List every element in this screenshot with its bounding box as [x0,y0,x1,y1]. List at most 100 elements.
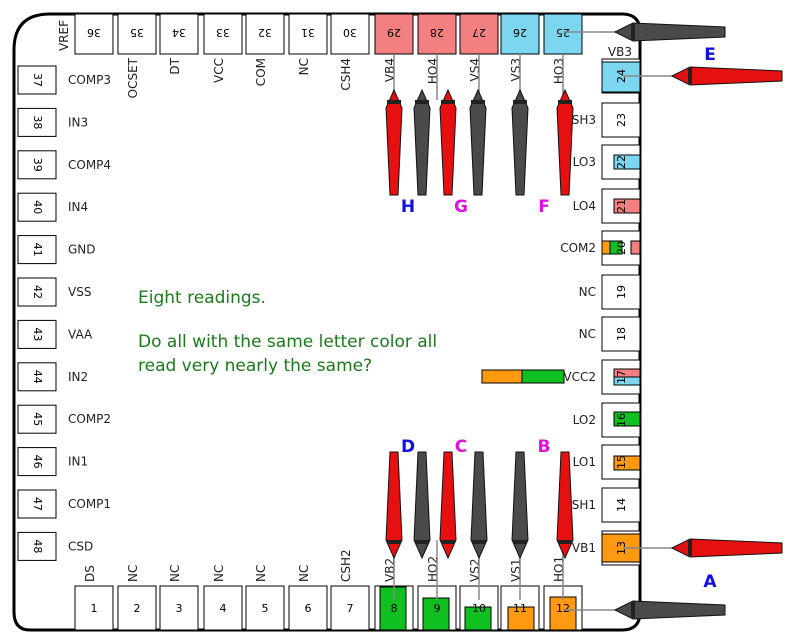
pad-16-green-fill [613,411,641,427]
pin-label-gnd: GND [68,243,96,257]
pin-label-vb4: VB4 [383,58,397,82]
pin-pad-47 [17,489,57,519]
pin-number-35: 35 [130,26,144,39]
pin-label-vaa: VAA [68,327,93,341]
note-line-1: Eight readings. [138,288,266,308]
probe-letter-e: E [704,45,716,65]
pin-pad-44 [17,362,57,392]
pin-pad-31 [288,13,328,55]
probe-bottom-red-d-collar [387,540,401,544]
probe-letter-h: H [401,197,415,217]
probe-letter-g: G [454,197,468,217]
pin-number-3: 3 [176,602,183,615]
probe-side-red-a-body [670,538,783,558]
probe-letter-c: C [455,437,467,457]
probe-top-red-f-body [556,88,574,196]
pin-number-18: 18 [615,327,628,341]
probe-top-red-g-collar [441,100,455,104]
pin-number-27: 27 [472,26,486,39]
pin-pad-14 [601,487,641,523]
probe-top-red-g-body [439,88,457,196]
probe-side-black-bottom [613,600,726,620]
pin-label-in1: IN1 [68,455,88,469]
pin-label-csh4: CSH4 [339,58,353,91]
pin-label-vb3: VB3 [608,45,632,59]
pin-pad-33 [203,13,243,55]
pin-label-lo1: LO1 [573,455,596,469]
pin-pad-36 [74,13,114,55]
probe-top-red-h-body [385,88,403,196]
probe-top-red-h-collar [387,100,401,104]
pin-label-comp2: COMP2 [68,412,111,426]
pin-pad-40 [17,192,57,222]
pin-pad-32 [245,13,285,55]
probe-bottom-red-c-collar [441,540,455,544]
pad-17-cyan-fill [613,376,641,386]
pad-10-green-fill [464,606,492,631]
pin-pad-41 [17,235,57,265]
probe-bottom-black-1-collar [415,540,429,544]
probe-side-black-top [613,22,726,42]
pin-pad-43 [17,319,57,349]
pin-number-48: 48 [31,539,44,553]
pin-number-41: 41 [31,243,44,257]
probe-top-red-f-collar [558,100,572,104]
pin-label-nc: NC [579,327,596,341]
pin-number-26: 26 [513,26,527,39]
probe-letter-f: F [538,197,550,217]
vcc2-trace-orange [481,369,523,384]
pin-label-in2: IN2 [68,370,88,384]
pin-label-comp3: COMP3 [68,73,111,87]
pin-label-csd: CSD [68,539,93,553]
pin-number-16: 16 [615,413,628,427]
pin-label-in3: IN3 [68,115,88,129]
probe-bottom-black-2-collar [472,540,486,544]
pin-pad-6 [288,585,328,631]
pin-pad-3 [159,585,199,631]
pin-label-com: COM [254,58,268,86]
probe-bottom-red-b [556,451,574,560]
pad-8-green-fill [379,586,407,631]
probe-top-black-3-body [511,88,529,196]
pin-pad-35 [117,13,157,55]
pad-20-orange-fill [601,240,611,255]
pin-label-nc: NC [126,565,140,582]
pin-label-dt: DT [168,57,182,74]
pin-label-lo4: LO4 [573,199,596,213]
probe-top-black-1 [413,88,431,196]
probe-side-black-top-collar [631,24,635,40]
pin-label-comp4: COMP4 [68,158,111,172]
pin-label-comp1: COMP1 [68,497,111,511]
pad-9-green-fill [422,597,450,631]
pin-number-11: 11 [513,602,527,615]
pin-label-vcc2: VCC2 [563,370,596,384]
pin-pad-5 [245,585,285,631]
probe-bottom-black-3-collar [513,540,527,544]
pin-pad-39 [17,150,57,180]
pin-number-14: 14 [615,498,628,512]
pin-number-34: 34 [172,26,186,39]
pin-pad-28 [417,13,457,55]
pin-pad-48 [17,531,57,561]
pin-number-44: 44 [31,370,44,384]
pin-number-38: 38 [31,115,44,129]
pad-21-pink-fill [613,198,641,214]
pin-pad-2 [117,585,157,631]
pin-number-23: 23 [615,113,628,127]
probe-bottom-black-3 [511,451,529,560]
probe-top-black-1-body [413,88,431,196]
pin-pad-45 [17,404,57,434]
pin-number-36: 36 [87,26,101,39]
pin-number-45: 45 [31,412,44,426]
pin-number-24: 24 [615,69,628,83]
pin-pad-19 [601,274,641,310]
pin-number-6: 6 [305,602,312,615]
probe-side-black-bottom-collar [631,602,635,618]
pin-label-ho1: HO1 [552,556,566,582]
probe-top-red-h [385,88,403,196]
pad-11-orange-fill [507,606,535,631]
pin-label-com2: COM2 [560,241,596,255]
pin-number-31: 31 [301,26,315,39]
vcc2-trace-green [521,369,565,384]
pin-label-csh2: CSH2 [339,549,353,582]
